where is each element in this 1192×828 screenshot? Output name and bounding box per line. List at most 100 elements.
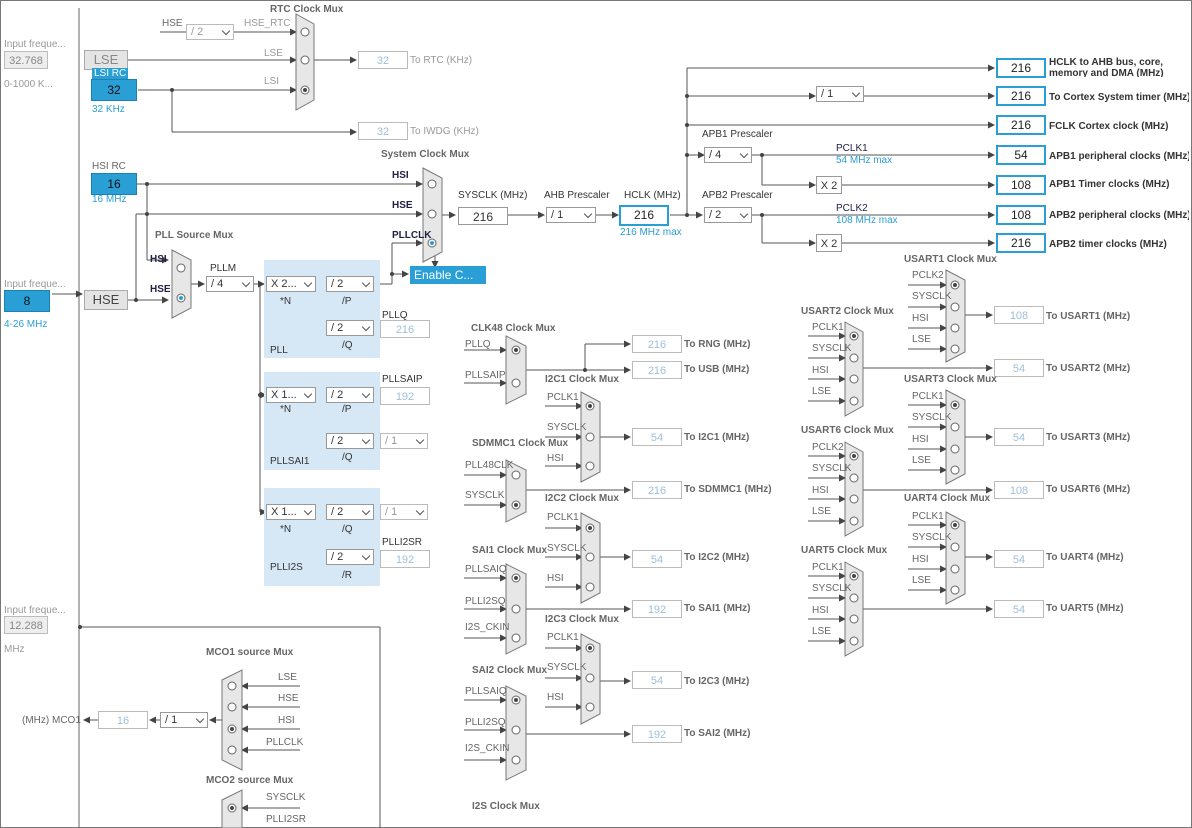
- cortex-timer-label: To Cortex System timer (MHz): [1049, 92, 1189, 103]
- pllsaiq-divider[interactable]: / 2: [326, 433, 374, 449]
- rtc-mux-title: RTC Clock Mux: [270, 4, 344, 15]
- pllsrc-hse-label: HSE: [150, 284, 171, 295]
- usart3-in3: HSI: [912, 434, 929, 445]
- ahb-prescaler[interactable]: / 1: [546, 207, 596, 223]
- cortex-timer-divider[interactable]: / 1: [816, 86, 864, 102]
- usb-frequency: 216: [632, 361, 682, 379]
- pllq-divider[interactable]: / 2: [326, 320, 374, 336]
- usart6-mux-title: USART6 Clock Mux: [801, 425, 894, 436]
- uart4-in4: LSE: [912, 575, 931, 586]
- sai2-in1: PLLSAIQ: [465, 686, 507, 697]
- pllsaiq2-divider[interactable]: / 1: [380, 433, 428, 449]
- pllp-divider[interactable]: / 2: [326, 276, 374, 292]
- rtc-lsi-input-label: LSI: [264, 76, 280, 87]
- usart6-frequency: 108: [994, 481, 1044, 499]
- i2c1-in1: PCLK1: [547, 392, 579, 403]
- mco1-in3: HSI: [278, 715, 295, 726]
- fclk-value[interactable]: 216: [996, 115, 1046, 135]
- mco1-mux-title: MCO1 source Mux: [206, 647, 294, 658]
- usart6-clock-mux: [844, 441, 864, 537]
- clk48-pllq-label: PLLQ: [465, 339, 491, 350]
- sysmux-hse-label: HSE: [392, 200, 413, 211]
- hsi-rc-block[interactable]: 16: [91, 173, 137, 195]
- apb1-timer-multiplier: X 2: [816, 176, 842, 194]
- lse-block[interactable]: LSE: [84, 50, 128, 70]
- uart5-frequency: 54: [994, 600, 1044, 618]
- mco2-mux-title: MCO2 source Mux: [206, 775, 294, 786]
- i2c2-in3: HSI: [547, 573, 564, 584]
- hse-input-frequency-label: Input freque...: [4, 279, 66, 290]
- mco1-frequency: 16: [98, 711, 148, 729]
- usart1-output-label: To USART1 (MHz): [1046, 311, 1131, 322]
- apb1-peripheral-value[interactable]: 54: [996, 145, 1046, 165]
- lsi-frequency-label: 32 KHz: [92, 104, 125, 115]
- pllsaiq-label: /Q: [342, 452, 353, 463]
- uart5-in1: PCLK1: [812, 562, 844, 573]
- apb2-peripheral-value[interactable]: 108: [996, 205, 1046, 225]
- system-clock-mux-title: System Clock Mux: [381, 149, 470, 160]
- hse-rtc-divider[interactable]: / 2: [186, 24, 234, 40]
- i2c3-in1: PCLK1: [547, 632, 579, 643]
- enable-css-button[interactable]: Enable C...: [410, 266, 486, 284]
- hclk-frequency[interactable]: 216: [619, 205, 669, 226]
- clk48-clock-mux: [505, 335, 527, 405]
- hse-input-frequency[interactable]: 8: [4, 290, 50, 312]
- cortex-timer-value[interactable]: 216: [996, 86, 1046, 106]
- mco1-divider[interactable]: / 1: [160, 712, 208, 728]
- sdmmc1-in2: SYSCLK: [465, 490, 505, 501]
- apb1-prescaler[interactable]: / 4: [704, 147, 752, 163]
- uart5-mux-title: UART5 Clock Mux: [801, 545, 888, 556]
- ext-input-frequency[interactable]: 12.288: [4, 616, 48, 634]
- pllq-label: /Q: [342, 340, 353, 351]
- hse-rtc-label: HSE_RTC: [244, 18, 291, 29]
- usart2-in3: HSI: [812, 365, 829, 376]
- sdmmc1-in1: PLL48CLK: [465, 460, 514, 471]
- sai2-output-label: To SAI2 (MHz): [684, 728, 751, 739]
- hclk-ahb-value[interactable]: 216: [996, 58, 1046, 78]
- lsi-rc-block[interactable]: 32: [91, 79, 137, 101]
- sai1-in3: I2S_CKIN: [465, 622, 510, 633]
- plli2sr-output-label: PLLI2SR: [382, 537, 423, 548]
- hse-block[interactable]: HSE: [84, 290, 128, 310]
- i2c3-output-label: To I2C3 (MHz): [684, 676, 750, 687]
- usart3-clock-mux: [945, 389, 966, 485]
- rng-frequency: 216: [632, 335, 682, 353]
- lse-input-frequency[interactable]: 32.768: [4, 51, 48, 69]
- uart4-frequency: 54: [994, 550, 1044, 568]
- i2c1-in2: SYSCLK: [547, 422, 587, 433]
- plli2sr-divider[interactable]: / 2: [326, 549, 374, 565]
- ahb-prescaler-label: AHB Prescaler: [544, 190, 610, 201]
- pllsaip-divider[interactable]: / 2: [326, 387, 374, 403]
- i2c2-frequency: 54: [632, 550, 682, 568]
- lse-input-frequency-label: Input freque...: [4, 39, 66, 50]
- apb2-timer-value[interactable]: 216: [996, 233, 1046, 253]
- mco1-source-mux: [221, 669, 243, 771]
- pclk2-label: PCLK2: [836, 203, 868, 214]
- usart3-frequency: 54: [994, 428, 1044, 446]
- i2c3-mux-title: I2C3 Clock Mux: [545, 614, 619, 625]
- apb2-prescaler[interactable]: / 2: [704, 207, 752, 223]
- plln-multiplier[interactable]: X 2...: [266, 276, 316, 292]
- plli2sn-multiplier[interactable]: X 1...: [266, 504, 316, 520]
- sai2-frequency: 192: [632, 725, 682, 743]
- plli2sr-frequency: 192: [380, 550, 430, 568]
- plli2sq-divider[interactable]: / 2: [326, 504, 374, 520]
- pclk1-max-label: 54 MHz max: [836, 155, 893, 166]
- plli2sn-label: *N: [280, 524, 292, 535]
- rtc-frequency: 32: [358, 51, 408, 69]
- i2c3-in2: SYSCLK: [547, 662, 587, 673]
- rtc-hse-label: HSE: [162, 18, 183, 29]
- pllm-divider[interactable]: / 4: [206, 276, 254, 292]
- pllsaip-label: /P: [342, 404, 352, 415]
- pllsain-multiplier[interactable]: X 1...: [266, 387, 316, 403]
- i2c2-mux-title: I2C2 Clock Mux: [545, 493, 619, 504]
- uart4-in3: HSI: [912, 554, 929, 565]
- apb2-peripheral-label: APB2 peripheral clocks (MHz): [1049, 210, 1189, 221]
- clk48-pllsaip-label: PLLSAIP: [465, 370, 506, 381]
- i2c2-in2: SYSCLK: [547, 543, 587, 554]
- plli2sq2-divider[interactable]: / 1: [380, 504, 428, 520]
- sdmmc1-frequency: 216: [632, 481, 682, 499]
- uart4-mux-title: UART4 Clock Mux: [904, 493, 991, 504]
- apb1-timer-value[interactable]: 108: [996, 175, 1046, 195]
- usart3-in1: PCLK1: [912, 391, 944, 402]
